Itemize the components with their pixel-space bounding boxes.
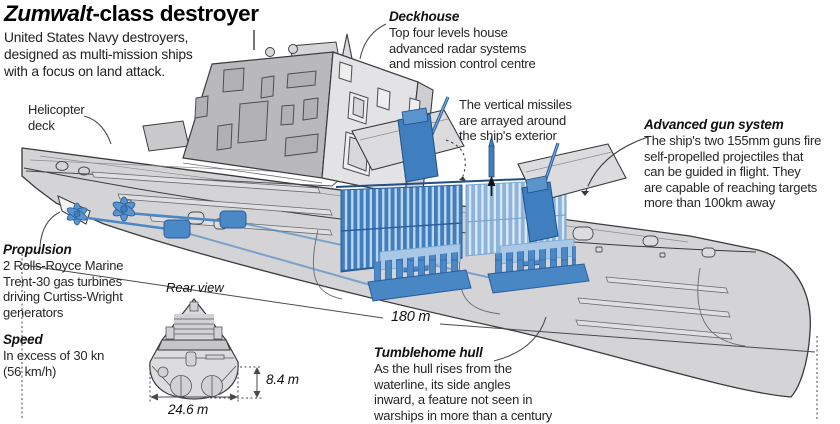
- title-rest: -class destroyer: [92, 1, 259, 26]
- page-title: Zumwalt-class destroyer: [4, 1, 259, 27]
- gun-system-body: The ship's two 155mm guns fire self-prop…: [644, 133, 822, 210]
- magazine-forward: [487, 238, 590, 294]
- speed-title: Speed: [3, 332, 43, 347]
- magazine-aft: [367, 243, 472, 302]
- intro-text: United States Navy destroyers, designed …: [4, 30, 193, 79]
- missiles-note: The vertical missiles are arrayed around…: [459, 97, 572, 143]
- missile-icon: [487, 135, 496, 196]
- gun-system-title: Advanced gun system: [644, 117, 784, 132]
- rear-view-diagram: [149, 298, 262, 402]
- length-dimension: [21, 254, 818, 420]
- propeller: [112, 196, 136, 222]
- deckhouse-body: Top four levels house advanced radar sys…: [389, 25, 536, 71]
- gearbox: [219, 210, 247, 229]
- weapons-systems: [335, 96, 627, 302]
- gun-turret-aft: [351, 96, 465, 183]
- deckhouse-title: Deckhouse: [389, 9, 460, 24]
- leader-lines: [39, 23, 547, 362]
- propulsion-body: 2 Rolls-Royce Marine Trent-30 gas turbin…: [3, 258, 124, 320]
- deckhouse: [182, 30, 434, 201]
- helicopter-deck-label: Helicopter deck: [28, 102, 85, 133]
- callout-arrows: [445, 136, 649, 196]
- title-ship-name: Zumwalt: [4, 1, 93, 26]
- beam-dimension: [149, 368, 239, 402]
- deckhouse-windows: [194, 67, 319, 157]
- gun-turret-forward: [517, 142, 627, 243]
- height-dimension-label: 8.4 m: [266, 372, 299, 387]
- rear-view-label: Rear view: [166, 280, 224, 295]
- length-dimension-label: 180 m: [391, 309, 431, 325]
- tumblehome-body: As the hull rises from the waterline, it…: [374, 361, 553, 423]
- beam-dimension-label: 24.6 m: [168, 402, 209, 417]
- tumblehome-title: Tumblehome hull: [374, 345, 483, 360]
- gearbox: [163, 219, 191, 239]
- propulsion-title: Propulsion: [3, 242, 72, 257]
- hangar-block: [142, 120, 190, 152]
- propeller: [66, 202, 88, 226]
- speed-body: In excess of 30 kn (56 km/h): [3, 348, 105, 379]
- height-dimension: [210, 366, 262, 399]
